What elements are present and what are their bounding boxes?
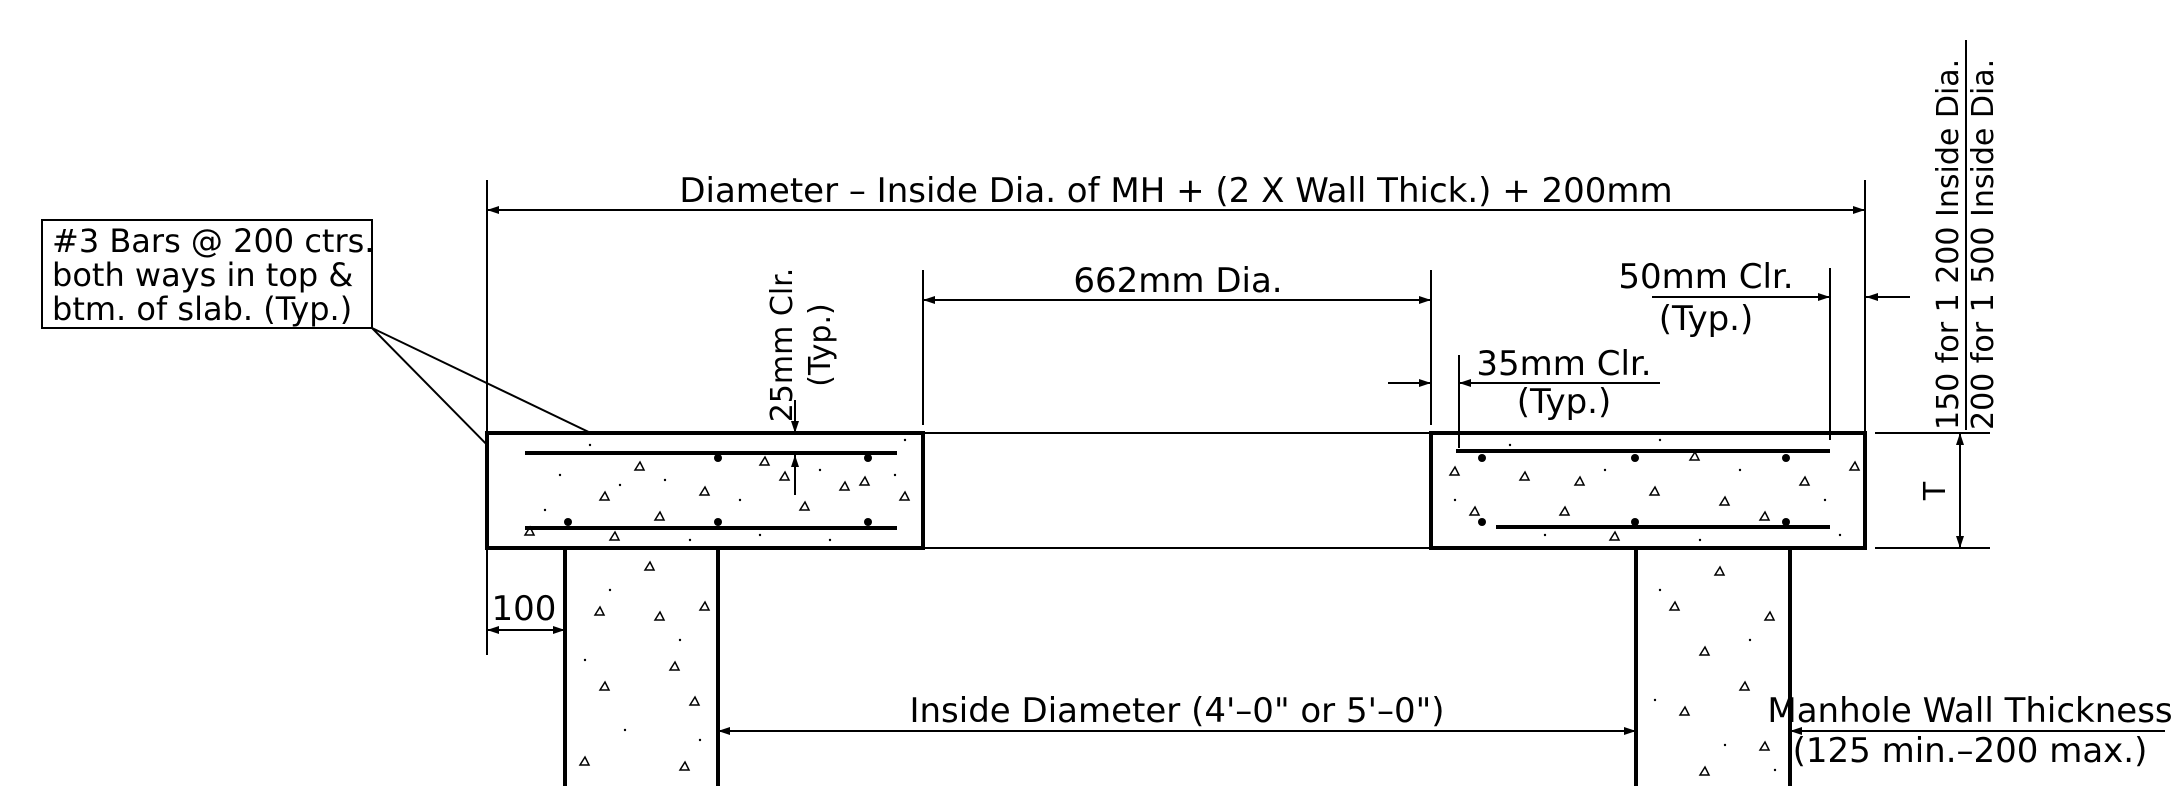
inside-diameter-text: Inside Diameter (4'–0" or 5'–0"): [909, 691, 1444, 731]
rebar-note-line-3: btm. of slab. (Typ.): [52, 290, 352, 328]
edge-clearance-line-1: 50mm Clr.: [1618, 257, 1793, 297]
thickness-note-2: 200 for 1 500 Inside Dia.: [1966, 59, 2001, 430]
top-clearance-line-1: 25mm Clr.: [765, 268, 800, 423]
wall-offset-dimension: 100: [486, 548, 565, 655]
edge-clearance-dimension: 50mm Clr. (Typ.): [1618, 257, 1910, 440]
right-slab-aggregate: [1448, 450, 1861, 541]
opening-clearance-dimension: 35mm Clr. (Typ.): [1388, 344, 1660, 448]
thickness-notes: 150 for 1 200 Inside Dia. 200 for 1 500 …: [1931, 40, 2001, 430]
right-slab-speckle: [1453, 438, 1842, 542]
slab-thickness-dimension: T: [1875, 432, 1990, 549]
right-wall: [1634, 548, 1792, 786]
left-wall: [563, 548, 720, 786]
left-slab-speckle: [543, 438, 907, 542]
right-wall-aggregate: [1668, 565, 1776, 776]
opening-clearance-line-2: (Typ.): [1517, 382, 1612, 422]
opening-dimension-text: 662mm Dia.: [1073, 261, 1282, 301]
rebar-note: #3 Bars @ 200 ctrs. both ways in top & b…: [41, 219, 625, 527]
thickness-note-1: 150 for 1 200 Inside Dia.: [1931, 59, 1966, 430]
overall-diameter-dimension: Diameter – Inside Dia. of MH + (2 X Wall…: [486, 171, 1866, 460]
overall-diameter-text: Diameter – Inside Dia. of MH + (2 X Wall…: [679, 171, 1672, 211]
opening-clearance-line-1: 35mm Clr.: [1476, 344, 1651, 384]
rebar-note-box: [41, 219, 373, 329]
wall-thickness-line-2: (125 min.–200 max.): [1793, 731, 2148, 771]
edge-clearance-line-2: (Typ.): [1659, 299, 1754, 339]
right-slab: [1429, 431, 1867, 550]
wall-thickness-line-1: Manhole Wall Thickness: [1767, 691, 2172, 731]
wall-thickness-dimension: Manhole Wall Thickness (125 min.–200 max…: [1767, 691, 2172, 771]
opening-dimension: 662mm Dia.: [922, 261, 1432, 425]
inside-diameter-dimension: Inside Diameter (4'–0" or 5'–0"): [718, 691, 1636, 735]
rebar-leader-top: [371, 327, 623, 449]
wall-offset-text: 100: [492, 589, 557, 629]
left-wall-aggregate: [578, 560, 711, 771]
left-slab: [485, 431, 925, 550]
rebar-note-line-1: #3 Bars @ 200 ctrs.: [52, 222, 374, 260]
top-clearance-line-2: (Typ.): [803, 303, 838, 386]
left-slab-aggregate: [523, 455, 911, 541]
slab-thickness-label: T: [1918, 481, 1953, 501]
rebar-note-line-2: both ways in top &: [52, 256, 353, 294]
left-slab-outline: [485, 431, 925, 550]
top-clearance-dimension: 25mm Clr. (Typ.): [765, 268, 838, 495]
